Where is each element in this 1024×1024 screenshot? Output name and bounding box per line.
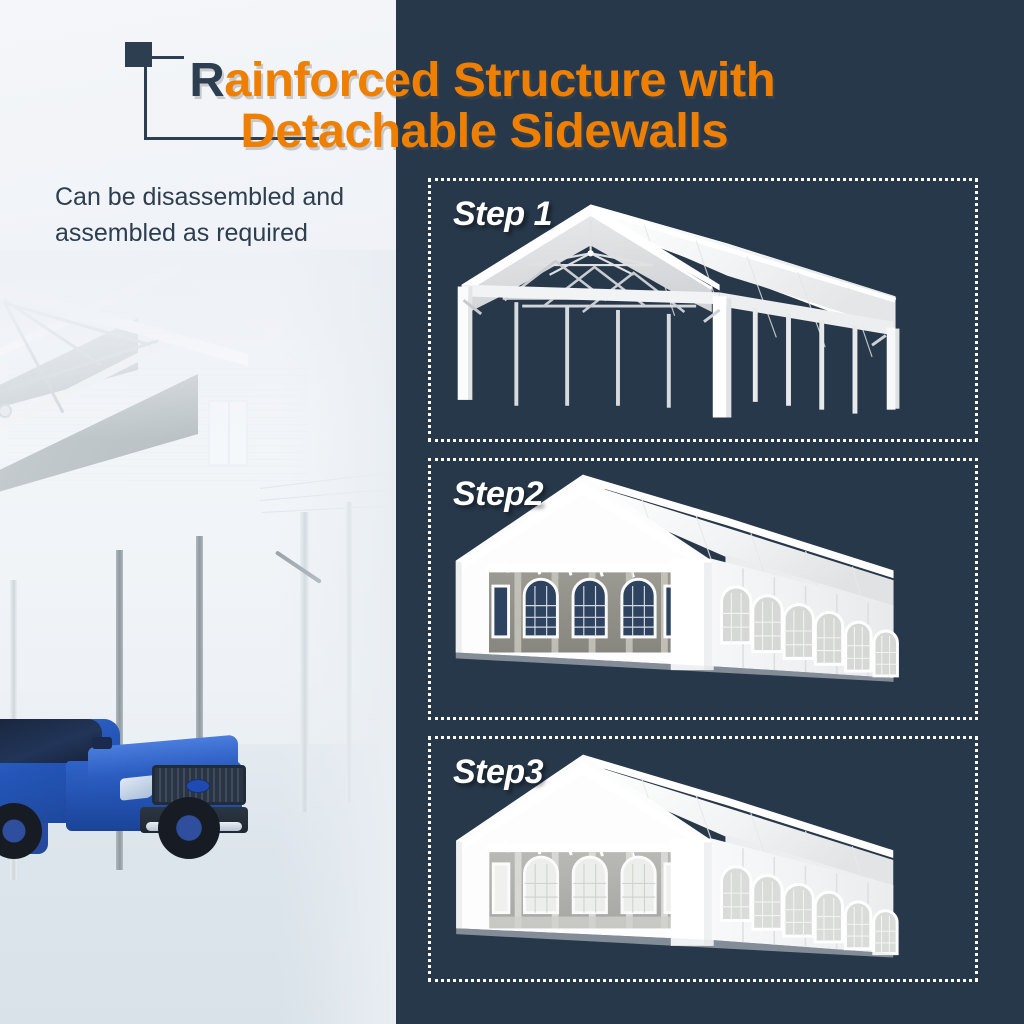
step-2-label: Step2 <box>453 475 544 513</box>
caption-line-1: Can be disassembled and <box>55 183 345 211</box>
carport-post <box>196 536 203 836</box>
carport-post <box>116 550 123 870</box>
step-3-illustration <box>431 739 975 979</box>
title-line-2: Detachable Sidewalls <box>240 105 729 159</box>
truck-wheel-front <box>158 797 220 859</box>
truck-windshield <box>0 719 102 763</box>
step-panel-1: Step 1 <box>428 178 978 442</box>
title-line-1: Rainforced Structure with <box>120 54 1018 108</box>
step-1-label: Step 1 <box>453 195 553 233</box>
left-caption: Can be disassembled and assembled as req… <box>55 180 385 251</box>
truck-mirror <box>92 737 112 749</box>
caption-line-2: assembled as required <box>55 218 308 247</box>
step-panel-3: Step3 <box>428 736 978 982</box>
blue-pickup-truck <box>0 659 260 859</box>
step-1-illustration <box>431 181 975 439</box>
photo-right-fade <box>276 250 396 1024</box>
page-title: Rainforced Structure with Detachable Sid… <box>120 54 1018 159</box>
truck-badge-icon <box>186 779 210 793</box>
truck-headlight <box>120 775 154 801</box>
step-2-illustration <box>431 461 975 717</box>
title-line-1-text: ainforced Structure with <box>224 54 776 108</box>
step-3-label: Step3 <box>453 753 544 791</box>
carport-product-photo <box>0 250 396 1024</box>
step-panel-2: Step2 <box>428 458 978 720</box>
title-lead-letter: R <box>189 54 225 108</box>
